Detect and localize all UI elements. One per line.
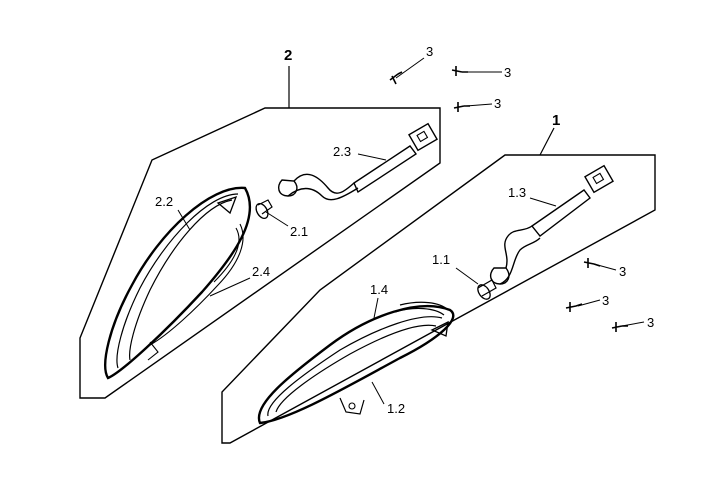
label-2-3: 2.3 [333, 144, 351, 159]
label-1-4: 1.4 [370, 282, 388, 297]
leader-2-2 [177, 209, 191, 231]
screw-b [451, 66, 502, 76]
screw-d [583, 258, 617, 271]
assembly-2-panel [79, 107, 441, 399]
left-wiring-harness [277, 122, 438, 201]
leader-2-1 [265, 211, 289, 227]
screw-a [389, 57, 425, 85]
screw-f [611, 321, 645, 332]
leader-1-4 [373, 297, 379, 319]
screw-label-c: 3 [494, 96, 501, 111]
right-rim [394, 301, 449, 316]
right-wiring-harness [489, 164, 614, 285]
label-1-3: 1.3 [508, 185, 526, 200]
right-socket [477, 279, 497, 300]
right-turn-signal-lens [257, 304, 455, 425]
assembly-1-panel [221, 154, 656, 444]
screw-e [565, 299, 601, 312]
leader-1-2 [371, 381, 385, 405]
leader-2-3 [357, 153, 387, 161]
screw-label-a: 3 [426, 44, 433, 59]
screw-label-e: 3 [602, 293, 609, 308]
label-1-2: 1.2 [387, 401, 405, 416]
assembly-1-leader [539, 127, 555, 156]
left-turn-signal-lens [104, 186, 252, 380]
label-2-2: 2.2 [155, 194, 173, 209]
leader-1-1 [455, 267, 479, 285]
assembly-2-label: 2 [284, 47, 292, 64]
right-mount-tab [339, 397, 365, 415]
label-2-4: 2.4 [252, 264, 270, 279]
label-1-1: 1.1 [432, 252, 450, 267]
screw-c [453, 102, 493, 112]
leader-2-4 [209, 277, 251, 297]
assembly-1-label: 1 [552, 112, 560, 129]
screw-label-b: 3 [504, 65, 511, 80]
leader-1-3 [529, 197, 557, 207]
label-2-1: 2.1 [290, 224, 308, 239]
left-bulb [255, 199, 273, 220]
screw-label-f: 3 [647, 315, 654, 330]
left-housing-shell [149, 223, 244, 346]
screw-label-d: 3 [619, 264, 626, 279]
